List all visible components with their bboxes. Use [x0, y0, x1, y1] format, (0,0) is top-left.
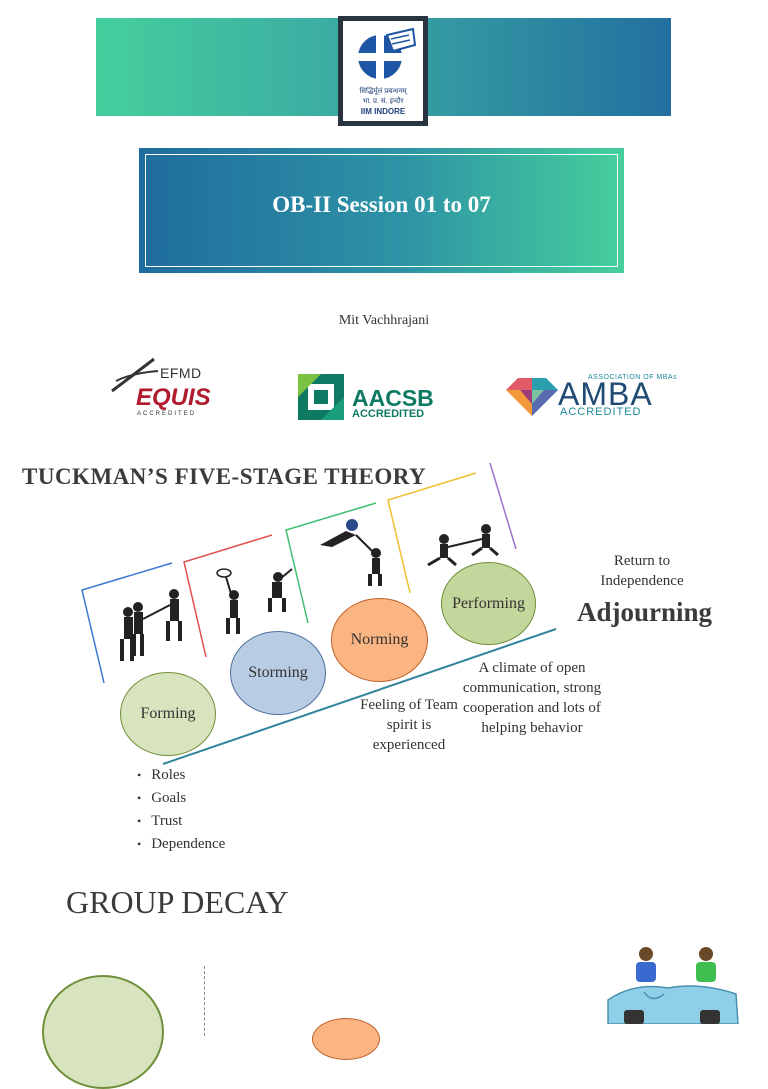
performing-description: A climate of open communication, strong …: [462, 660, 602, 736]
decay-circle: [42, 975, 164, 1089]
stage-storming: Storming: [230, 631, 326, 715]
title-frame: [145, 154, 618, 267]
logo-hindi-name: भा. प्र. सं. इन्दौर: [362, 98, 404, 105]
equis-accredited: ACCREDITED: [137, 411, 197, 417]
return-to-independence: Return to Independence: [600, 553, 684, 589]
decay-divider: [204, 966, 205, 1036]
amba-accredited: ACCREDITED: [560, 406, 642, 418]
norming-panel: [285, 502, 394, 624]
stage-norming: Norming: [331, 598, 428, 682]
list-item: Dependence: [137, 833, 225, 856]
author-name: Mit Vachhrajani: [338, 313, 430, 328]
list-item: Trust: [137, 810, 225, 833]
title-box: OB-II Session 01 to 07: [139, 148, 624, 273]
amba-name: AMBA: [558, 376, 653, 412]
stage-adjourning: Adjourning: [577, 597, 713, 627]
aacsb-name: AACSB: [352, 385, 434, 411]
performing-panel: [387, 472, 499, 594]
forming-points-list: Roles Goals Trust Dependence: [137, 764, 225, 856]
equis-efmd-label: EFMD: [160, 365, 202, 381]
tuckman-illustration: [81, 462, 557, 765]
equis-name: EQUIS: [136, 384, 211, 411]
stage-trend-line: [162, 628, 557, 765]
list-item: Roles: [137, 764, 225, 787]
stage-forming: Forming: [120, 672, 216, 756]
logo-english-name: IIM INDORE: [360, 107, 406, 116]
adjourning-panel: [489, 462, 517, 550]
iim-emblem-icon: [356, 27, 417, 81]
logo-motto: सिद्धिर्मूलं प्रबन्धनम्: [359, 88, 407, 95]
puzzle-people-icon: [607, 947, 739, 1024]
storming-panel: [183, 534, 293, 658]
tuckman-title: TUCKMAN’S FIVE-STAGE THEORY: [22, 464, 427, 489]
decay-orange-circle: [312, 1018, 380, 1060]
list-item: Goals: [137, 787, 225, 810]
amba-diamond-icon: [506, 378, 558, 416]
iim-indore-logo: सिद्धिर्मूलं प्रबन्धनम् भा. प्र. सं. इन्…: [338, 16, 428, 126]
forming-panel: [81, 562, 190, 684]
stage-performing: Performing: [441, 562, 536, 645]
aacsb-accredited: ACCREDITED: [352, 408, 425, 420]
equis-swoosh-icon: [111, 357, 159, 393]
group-decay-title: GROUP DECAY: [66, 884, 289, 920]
amba-association: ASSOCIATION OF MBAs: [588, 374, 678, 381]
norming-description: Feeling of Team spirit is experienced: [360, 697, 458, 753]
page-title: OB-II Session 01 to 07: [272, 192, 491, 217]
aacsb-square-icon: [298, 374, 344, 420]
